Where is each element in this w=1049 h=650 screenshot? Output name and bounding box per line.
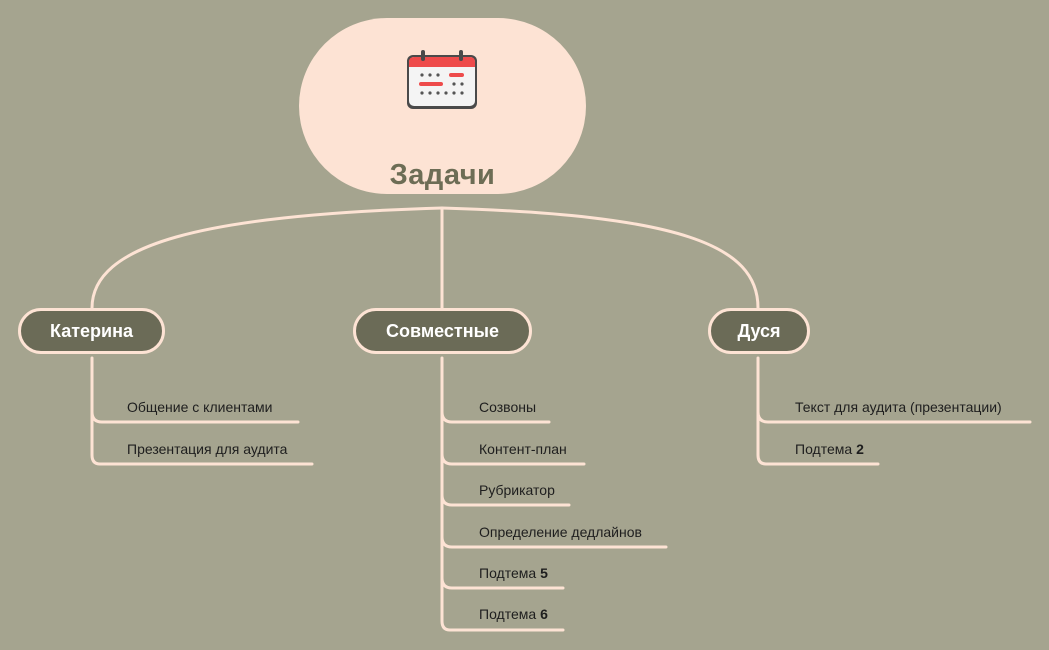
connector-sovmestnye-child-5 xyxy=(440,576,565,590)
connector-dusya-child-1 xyxy=(756,410,1032,424)
connector-root-katerina xyxy=(90,206,444,310)
connector-sovmestnye-child-3 xyxy=(440,493,571,507)
leaf-sovmestnye-1[interactable]: Созвоны xyxy=(479,399,537,415)
branch-sovmestnye[interactable]: Совместные xyxy=(353,308,532,354)
connector-sovmestnye-child-1 xyxy=(440,410,551,424)
branch-katerina[interactable]: Катерина xyxy=(18,308,165,354)
leaf-sovmestnye-4[interactable]: Определение дедлайнов xyxy=(479,524,642,540)
leaf-sovmestnye-3[interactable]: Рубрикатор xyxy=(479,482,555,498)
leaf-dusya-1[interactable]: Текст для аудита (презентации) xyxy=(795,399,1002,415)
calendar-icon xyxy=(407,50,477,109)
leaf-dusya-2[interactable]: Подтема 2 xyxy=(795,441,864,457)
branch-dusya[interactable]: Дуся xyxy=(708,308,810,354)
leaf-sovmestnye-2[interactable]: Контент-план xyxy=(479,441,567,457)
connector-katerina-child-1 xyxy=(90,410,300,424)
connector-sovmestnye-child-2 xyxy=(440,452,586,466)
leaf-katerina-1[interactable]: Общение с клиентами xyxy=(127,399,273,415)
leaf-sovmestnye-6[interactable]: Подтема 6 xyxy=(479,606,548,622)
connector-sovmestnye-trunk xyxy=(440,356,452,632)
connector-root-dusya xyxy=(440,206,760,310)
root-node[interactable]: Задачи xyxy=(299,18,586,194)
leaf-sovmestnye-5[interactable]: Подтема 5 xyxy=(479,565,548,581)
connector-katerina-trunk xyxy=(90,356,102,466)
connector-dusya-trunk xyxy=(756,356,768,466)
connector-sovmestnye-child-4 xyxy=(440,535,668,549)
leaf-katerina-2[interactable]: Презентация для аудита xyxy=(127,441,288,457)
root-title: Задачи xyxy=(389,159,496,191)
